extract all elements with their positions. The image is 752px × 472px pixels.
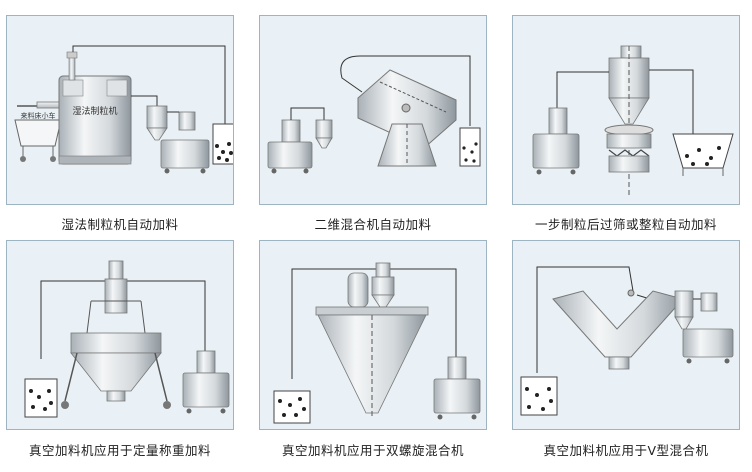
panel-wet-granulator: 来料床小车 湿法制粒机 <box>6 15 234 205</box>
diagram-2d-mixer <box>267 55 481 174</box>
diagram-double-screw <box>273 262 481 424</box>
caption-sieving: 一步制粒后过筛或整粒自动加料 <box>534 217 717 232</box>
material-bucket <box>212 123 233 165</box>
v-mixer <box>552 289 684 370</box>
granulator-label: 湿法制粒机 <box>72 105 117 117</box>
diagram-sieving <box>532 45 734 196</box>
caption-2d-mixer: 二维混合机自动加料 <box>314 217 432 232</box>
double-screw-mixer <box>315 262 429 417</box>
top-hopper <box>608 45 650 196</box>
material-bucket <box>459 127 481 167</box>
2d-mixer-stand <box>377 123 437 167</box>
diagram-wet-granulator: 来料床小车 湿法制粒机 <box>14 45 233 174</box>
panel-weighing <box>6 240 234 430</box>
2d-mixer-drum <box>357 69 457 149</box>
panel-double-screw <box>259 240 487 430</box>
caption-weighing: 真空加料机应用于定量称重加料 <box>28 443 211 458</box>
cart-label: 来料床小车 <box>21 111 56 120</box>
vibrating-sieve <box>604 124 654 173</box>
material-bucket <box>24 378 58 418</box>
panel-sieving <box>512 15 740 205</box>
wet-granulator-machine: 湿法制粒机 <box>58 75 132 165</box>
caption-v-mixer: 真空加料机应用于V型混合机 <box>543 443 709 458</box>
diagram-weighing <box>24 260 230 418</box>
material-bucket <box>273 390 311 424</box>
vacuum-feeder-unit <box>532 107 580 175</box>
panel-v-mixer <box>512 240 740 430</box>
vacuum-feeder-unit <box>267 107 333 174</box>
panel-2d-mixer <box>259 15 487 205</box>
vacuum-feeder-unit <box>674 290 734 364</box>
receiving-bowl <box>672 133 734 176</box>
material-cart: 来料床小车 <box>14 105 65 162</box>
caption-double-screw: 真空加料机应用于双螺旋混合机 <box>281 443 464 458</box>
weighing-hopper <box>61 260 171 409</box>
diagram-v-mixer <box>520 266 734 416</box>
material-bucket <box>520 376 558 416</box>
vacuum-feeder-unit <box>433 356 481 420</box>
caption-wet-granulator: 湿法制粒机自动加料 <box>61 217 179 232</box>
vacuum-feeder-unit <box>182 350 230 414</box>
vacuum-feeder-unit <box>146 105 210 174</box>
